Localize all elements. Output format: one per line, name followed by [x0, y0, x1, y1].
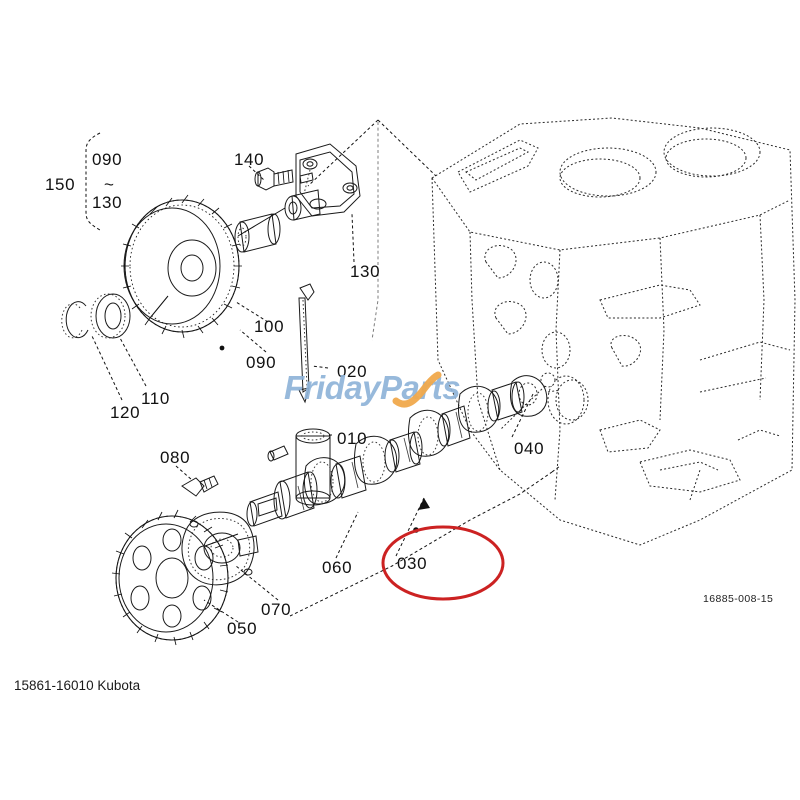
callout-labels: 150 090 ~ 130 140 130 100 090 110 120 02…: [45, 150, 544, 638]
callout-090-range-start: 090: [92, 150, 122, 169]
callout-120: 120: [110, 403, 140, 422]
bracket-assembly-130: [237, 143, 361, 237]
retaining-ring-120: [61, 301, 89, 339]
callout-060: 060: [322, 558, 352, 577]
leader-lines: [91, 119, 561, 623]
engine-block-illustration: [431, 117, 796, 546]
pin-080: [181, 475, 219, 497]
callout-150: 150: [45, 175, 75, 194]
callout-070: 070: [261, 600, 291, 619]
camshaft-060: [246, 375, 548, 527]
collar-100: [234, 213, 281, 253]
camshaft-stopper-070: [181, 511, 259, 586]
bolt-140: [254, 167, 294, 191]
callout-050: 050: [227, 619, 257, 638]
callout-130-range-end: 130: [92, 193, 122, 212]
callout-010: 010: [337, 429, 367, 448]
callout-080: 080: [160, 448, 190, 467]
washer-110: [90, 293, 131, 339]
drawing-code: 16885-008-15: [703, 593, 774, 605]
camshaft-gear-050: [111, 509, 239, 646]
group-bracket-150: [85, 132, 101, 231]
tappet-010: [295, 428, 331, 506]
callout-090: 090: [246, 353, 276, 372]
callout-140: 140: [234, 150, 264, 169]
small-key-part: [267, 445, 289, 462]
callout-020: 020: [337, 362, 367, 381]
callout-110: 110: [141, 389, 170, 408]
idler-gear-090: [121, 194, 242, 339]
callout-040: 040: [514, 439, 544, 458]
callout-range-separator: ~: [104, 175, 115, 194]
part-number-label: 15861-16010 Kubota: [14, 678, 141, 693]
red-highlight-ellipse: [381, 525, 505, 601]
push-rod-020: [298, 283, 315, 404]
callout-130: 130: [350, 262, 380, 281]
callout-030: 030: [397, 554, 427, 573]
callout-100: 100: [254, 317, 284, 336]
